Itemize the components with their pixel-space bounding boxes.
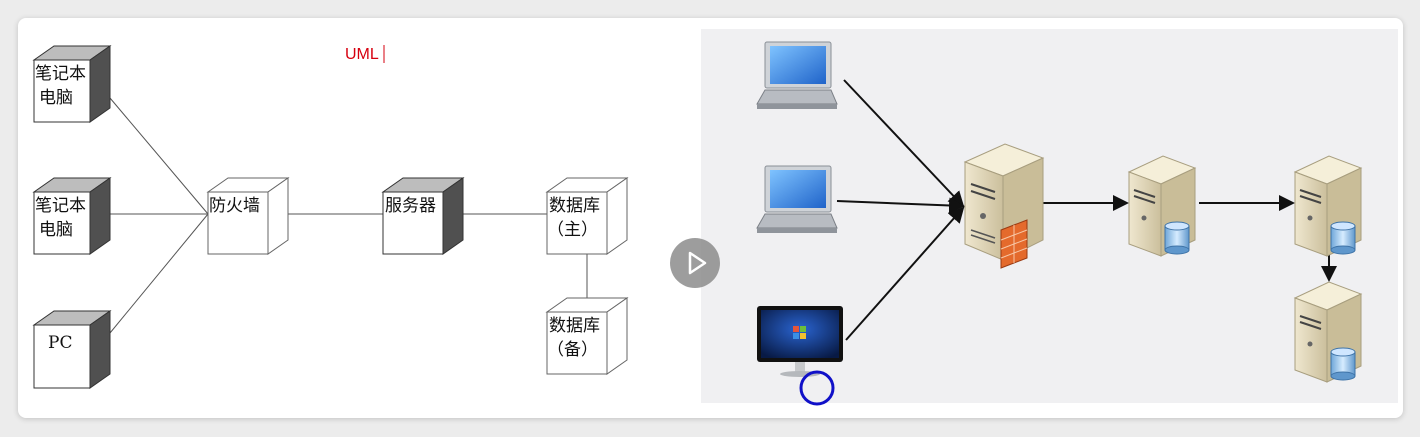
uml-deployment-diagram: 笔记本 电脑 笔记本 电脑 PC 防火墙 [32, 45, 629, 389]
node-pc-label: PC [48, 333, 72, 353]
node-db-primary: 数据库 （主） [545, 177, 629, 255]
arrow-laptop1-firewall-server [843, 79, 965, 208]
node-server-label: 服务器 [385, 196, 436, 216]
node-laptop-2-line2: 电脑 [39, 220, 73, 240]
database-server-1-icon [1127, 155, 1197, 257]
node-firewall-label: 防火墙 [209, 196, 260, 216]
database-server-2-icon [1293, 155, 1363, 257]
node-db-primary-line1: 数据库 [549, 196, 600, 216]
network-arrows [836, 79, 1337, 341]
node-server: 服务器 [381, 177, 465, 255]
video-play-button[interactable] [670, 238, 720, 288]
node-laptop-1-line1: 笔记本 [35, 64, 86, 84]
uml-connectors [109, 97, 588, 334]
node-firewall: 防火墙 [206, 177, 290, 255]
database-cylinder-icon [1164, 221, 1190, 255]
arrow-desktop-firewall-server [845, 206, 965, 341]
laptop-2-icon [756, 165, 838, 233]
laptop-1-icon [756, 41, 838, 109]
node-laptop-2-line1: 笔记本 [35, 196, 86, 216]
database-server-3-icon [1293, 281, 1363, 383]
arrow-laptop2-firewall-server [836, 197, 965, 214]
node-db-backup: 数据库 （备） [545, 297, 629, 375]
database-cylinder-icon [1330, 221, 1356, 255]
uml-caption[interactable]: UML [345, 46, 379, 63]
link-laptop1-firewall [109, 97, 209, 215]
link-pc-firewall [109, 213, 209, 334]
cursor-highlight-ring [799, 370, 835, 406]
node-db-primary-line2: （主） [547, 220, 598, 240]
content-card: 笔记本 电脑 笔记本 电脑 PC 防火墙 [18, 18, 1403, 418]
network-illustration [756, 41, 1363, 406]
node-db-backup-line2: （备） [547, 340, 598, 360]
database-cylinder-icon [1330, 347, 1356, 381]
node-pc: PC [32, 310, 112, 389]
firewall-server-icon [963, 143, 1045, 269]
node-laptop-1: 笔记本 电脑 [32, 45, 112, 123]
play-icon [688, 251, 707, 275]
node-db-backup-line1: 数据库 [549, 316, 600, 336]
node-laptop-2: 笔记本 电脑 [32, 177, 112, 255]
brick-firewall-icon [1000, 219, 1028, 269]
node-laptop-1-line2: 电脑 [39, 88, 73, 108]
desktop-monitor-icon [757, 306, 843, 377]
